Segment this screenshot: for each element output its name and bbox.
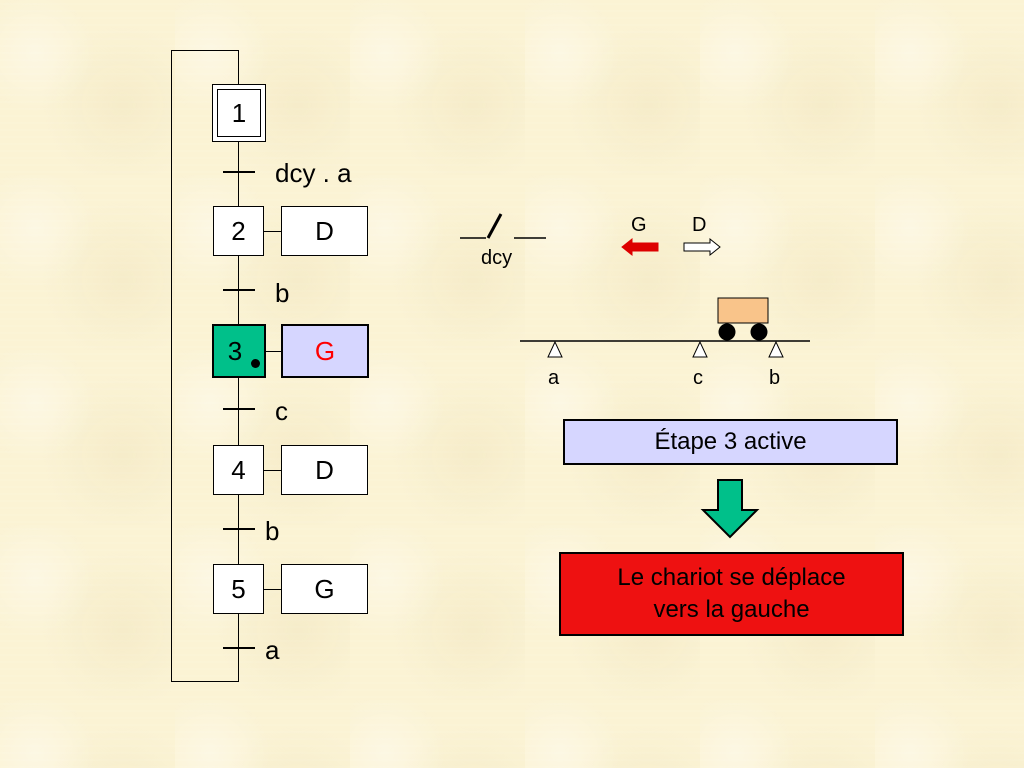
transition-2-label: b <box>275 278 290 308</box>
step-4-action-label: D <box>315 454 334 485</box>
loop-line-bottom <box>171 681 238 682</box>
sensor-c-label: c <box>693 367 703 389</box>
sensor-b-icon <box>768 340 784 358</box>
arrow-right-icon <box>683 237 721 257</box>
transition-3-bar <box>223 408 255 410</box>
step-2-action-label: D <box>315 215 334 246</box>
step-5-action: G <box>281 564 368 614</box>
message-line-2: vers la gauche <box>653 596 810 623</box>
loop-line-left <box>171 50 172 682</box>
transition-4-bar <box>223 528 255 530</box>
step-4-action-link <box>264 470 281 471</box>
step-3-active: 3 <box>212 324 266 378</box>
step-4-number: 4 <box>231 454 246 485</box>
cart-icon <box>717 297 769 341</box>
active-step-text: Étape 3 active <box>654 428 807 455</box>
transition-1-bar <box>223 171 255 173</box>
sensor-a-icon <box>547 340 563 358</box>
active-token-icon <box>251 359 260 368</box>
step-4: 4 <box>213 445 264 495</box>
step-5: 5 <box>213 564 264 614</box>
sensor-c-icon <box>692 340 708 358</box>
step-4-action: D <box>281 445 368 495</box>
step-2-number: 2 <box>231 215 246 246</box>
step-3-action-link <box>266 351 281 352</box>
transition-2-bar <box>223 289 255 291</box>
step-2: 2 <box>213 206 264 256</box>
step-2-action-link <box>264 231 281 232</box>
step-1-initial: 1 <box>212 84 266 142</box>
step-2-action: D <box>281 206 368 256</box>
step-5-action-link <box>264 589 281 590</box>
rail-and-cart <box>520 297 810 358</box>
dcy-switch-label: dcy <box>481 247 513 269</box>
step-5-number: 5 <box>231 573 246 604</box>
dcy-switch-icon <box>460 213 546 239</box>
sensor-b-label: b <box>769 367 781 389</box>
step-3-action-label: G <box>314 335 336 366</box>
down-arrow-icon <box>700 479 760 539</box>
sensor-a-label: a <box>548 367 560 389</box>
step-1-number: 1 <box>231 97 247 128</box>
transition-1-label: dcy . a <box>275 158 352 188</box>
loop-line-top <box>171 50 238 51</box>
step-3-number: 3 <box>227 335 243 366</box>
active-step-status: Étape 3 active <box>563 419 898 465</box>
cart-movement-message: Le chariot se déplace vers la gauche <box>559 552 904 636</box>
transition-5-label: a <box>265 635 280 665</box>
step-3-action: G <box>281 324 369 378</box>
message-line-1: Le chariot se déplace <box>617 564 846 591</box>
step-1-inner: 1 <box>217 89 261 137</box>
direction-right-label: D <box>692 214 707 236</box>
direction-left-label: G <box>631 214 647 236</box>
transition-3-label: c <box>275 396 288 426</box>
step-5-action-label: G <box>314 573 335 604</box>
transition-5-bar <box>223 647 255 649</box>
transition-4-label: b <box>265 516 280 546</box>
arrow-left-icon <box>621 237 659 257</box>
